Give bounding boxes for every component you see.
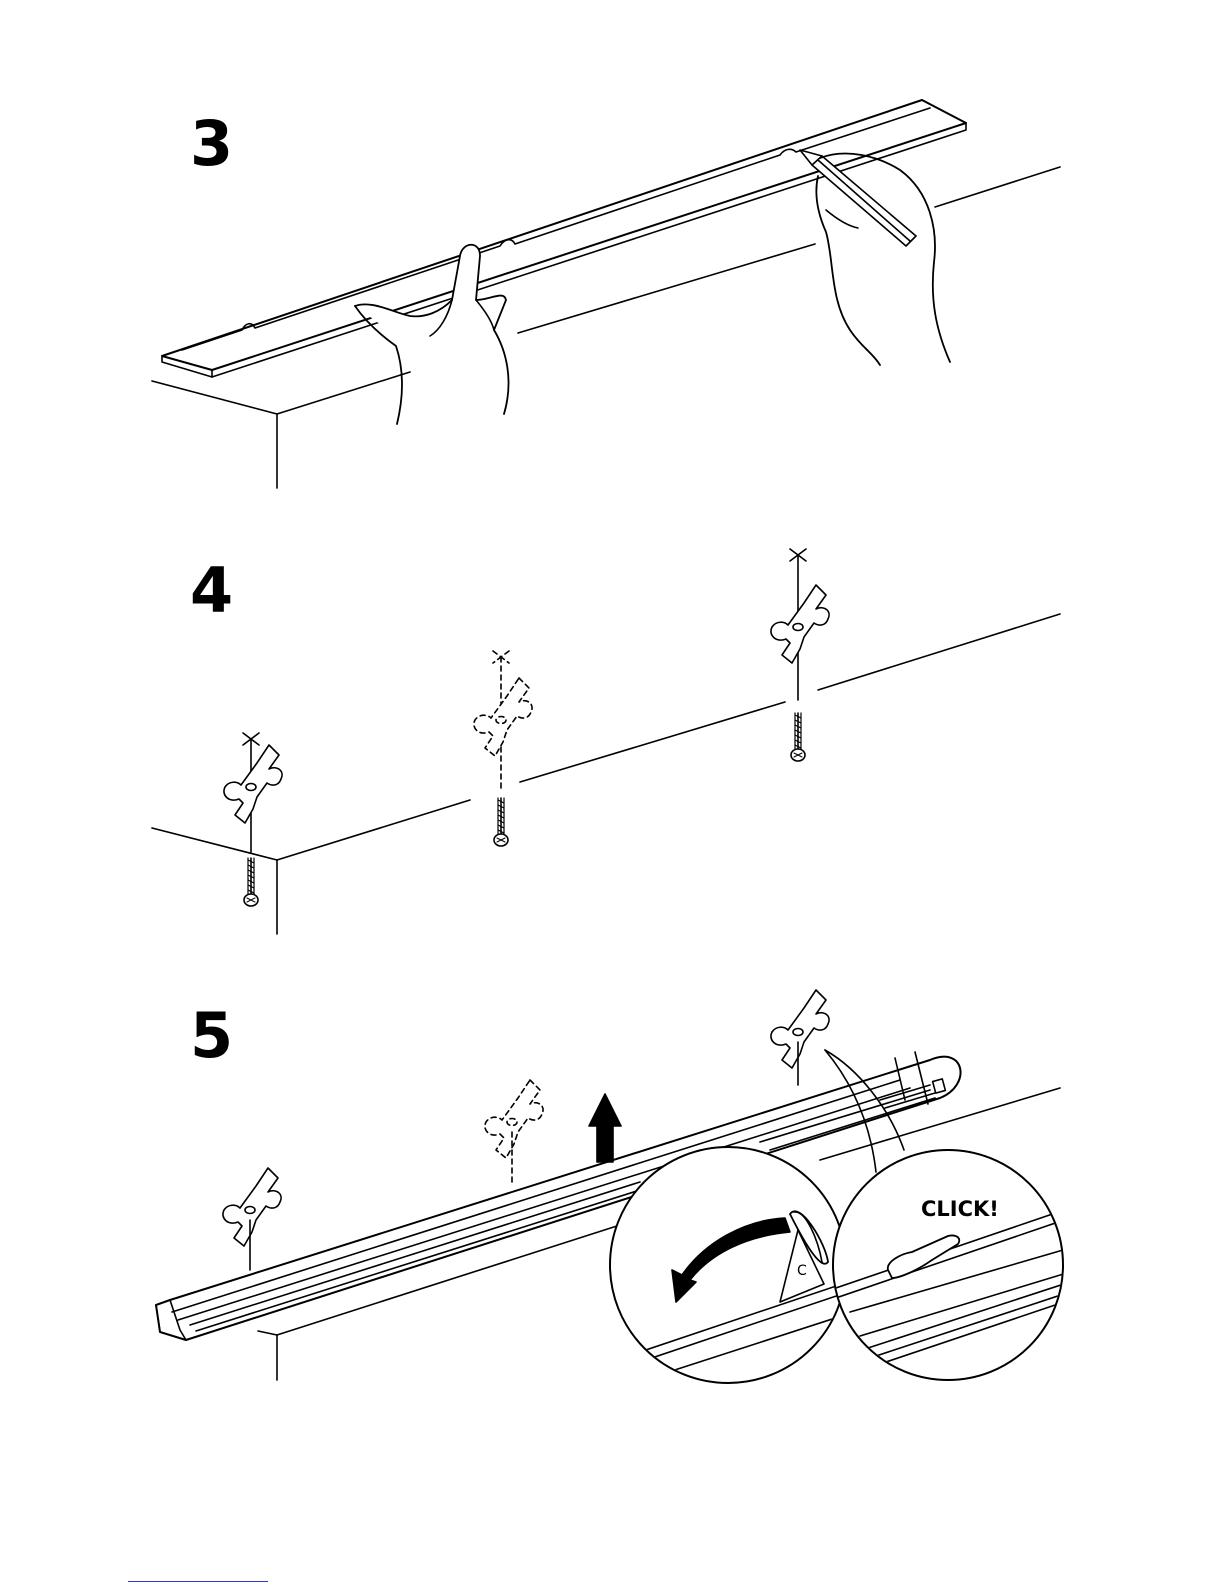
step-4-illustration — [152, 549, 1060, 934]
footer-link-underline[interactable] — [128, 1581, 268, 1582]
step-5-illustration: C CLICK! — [156, 990, 1070, 1383]
detail-circle-rotate: C — [610, 1147, 860, 1383]
step-3-illustration — [152, 100, 1060, 488]
up-arrow-icon — [589, 1094, 621, 1162]
part-letter-label: C — [797, 1263, 807, 1279]
detail-circle-click: CLICK! — [830, 1150, 1070, 1380]
click-label: CLICK! — [921, 1197, 999, 1221]
